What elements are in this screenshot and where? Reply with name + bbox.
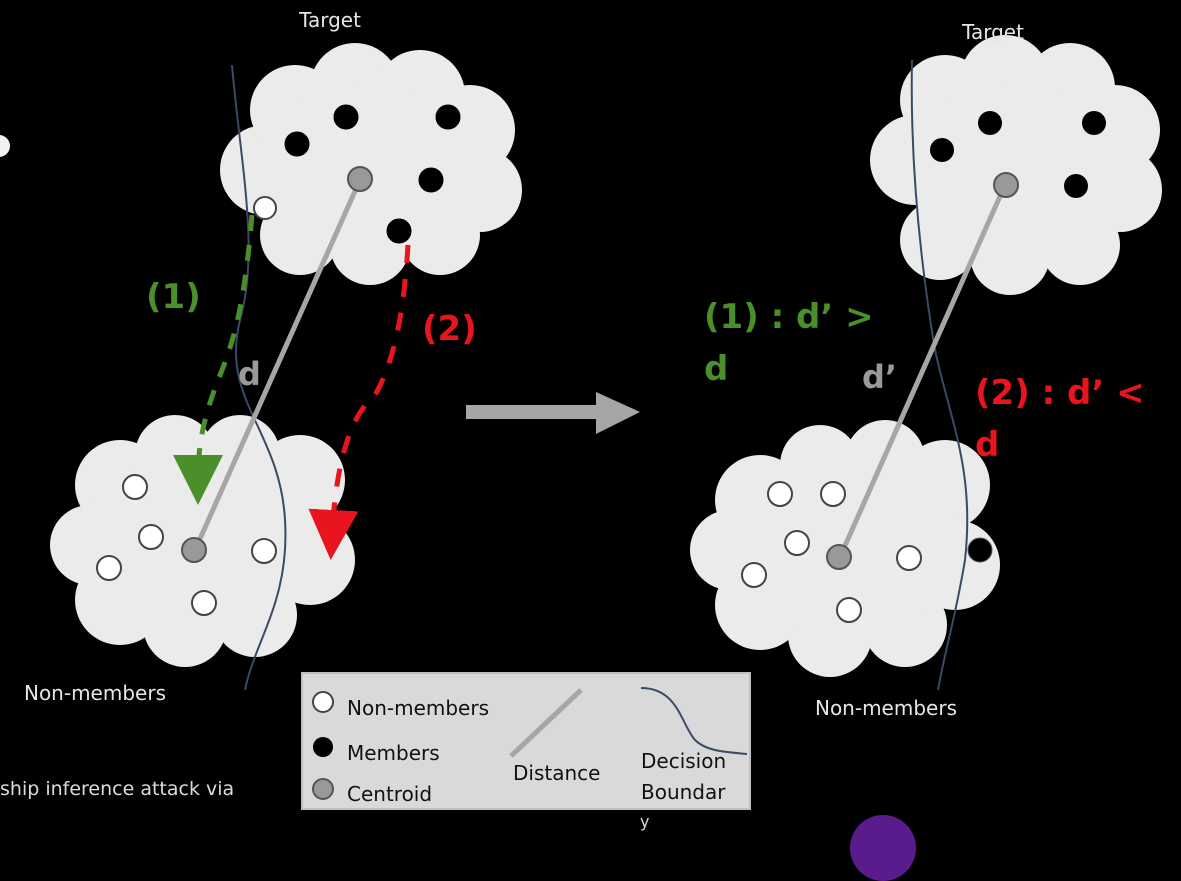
right-condition-1-line-1: (1) : d’ > [704, 297, 874, 337]
right-distance-label: d’ [862, 358, 897, 396]
legend-symbols [312, 687, 748, 800]
left-target-cloud [220, 43, 522, 285]
transition-arrow [466, 392, 640, 434]
nonmember-point [741, 562, 767, 588]
left-moving-nonmember-point [253, 196, 277, 220]
legend-centroid-label: Centroid [347, 782, 433, 806]
member-point [418, 167, 444, 193]
left-target-label: Target [298, 8, 361, 32]
nonmember-point [767, 481, 793, 507]
member-point [435, 104, 461, 130]
legend-distance-symbol [509, 688, 583, 758]
legend-decision-label-1: Decision [641, 749, 727, 773]
legend-nonmember-symbol [312, 691, 334, 713]
nonmember-point [896, 545, 922, 571]
legend-boundary-symbol [640, 687, 748, 755]
right-target-members [930, 111, 1106, 198]
legend-centroid-symbol [312, 778, 334, 800]
left-distance-label: d [238, 355, 261, 393]
left-decision-boundary [231, 64, 287, 691]
right-decision-boundary [910, 59, 969, 691]
legend-members-label: Members [347, 741, 440, 765]
member-point [930, 138, 954, 162]
left-nonmembers-label: Non-members [24, 681, 166, 705]
nonmember-point [138, 524, 164, 550]
nonmember-point [122, 474, 148, 500]
left-nonmembers-centroid [181, 537, 207, 563]
presenter-avatar[interactable] [850, 815, 916, 881]
left-path-1-arrow [173, 214, 255, 505]
legend-nonmembers-label: Non-members [347, 696, 490, 720]
right-condition-2-line-2: d [975, 425, 999, 465]
member-point [386, 218, 412, 244]
right-target-centroid [993, 172, 1019, 198]
slide-caption: ship inference attack via [0, 778, 235, 800]
right-nonmember-points [741, 481, 922, 623]
diagram-canvas: Target Non-members d (1) (2) Target Non-… [24, 8, 1162, 720]
left-path-1-label: (1) [146, 277, 201, 317]
right-target-cloud [870, 35, 1162, 295]
nonmember-point [820, 481, 846, 507]
left-target-centroid [347, 166, 373, 192]
right-condition-1-line-2: d [704, 349, 728, 389]
left-target-members [284, 104, 461, 244]
nonmember-point [96, 555, 122, 581]
member-point [1064, 174, 1088, 198]
member-point [1082, 111, 1106, 135]
right-nonmembers-label: Non-members [815, 696, 957, 720]
legend-decision-label-3: y [640, 812, 650, 831]
right-condition-2-line-1: (2) : d’ < [975, 373, 1145, 413]
right-target-label: Target [961, 20, 1024, 44]
edge-circle [0, 135, 10, 157]
left-nonmember-points [96, 474, 277, 616]
legend-distance-label: Distance [513, 761, 601, 785]
nonmember-point [191, 590, 217, 616]
legend-member-symbol [313, 737, 333, 757]
legend-decision-label-2: Boundar [641, 780, 726, 804]
legend: Non-members Members Centroid Distance De… [301, 672, 751, 810]
member-point [333, 104, 359, 130]
right-nonmembers-centroid [826, 544, 852, 570]
right-distance-line [837, 183, 1008, 559]
member-point [284, 131, 310, 157]
left-path-2-arrow [308, 244, 411, 560]
nonmember-point [836, 597, 862, 623]
left-path-2-label: (2) [422, 309, 477, 349]
nonmember-point [251, 538, 277, 564]
nonmember-point [784, 530, 810, 556]
right-moved-member-point [967, 537, 993, 563]
member-point [978, 111, 1002, 135]
